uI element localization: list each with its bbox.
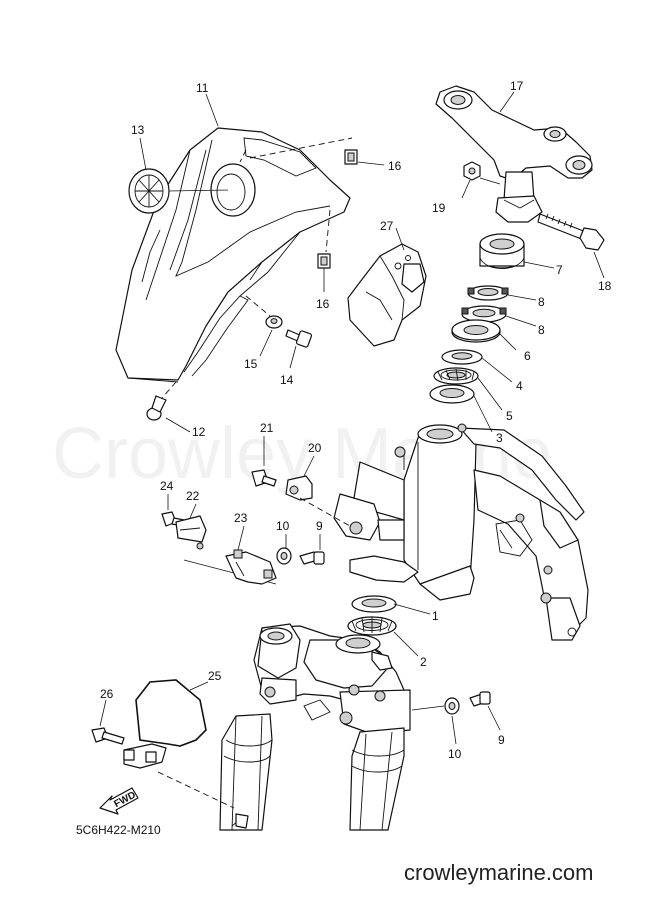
bolt-26 [91, 727, 125, 745]
upper-bushing [479, 233, 525, 269]
callout-2: 2 [420, 655, 427, 669]
callout-10-lower: 10 [448, 747, 462, 761]
site-url: crowleymarine.com [404, 860, 594, 885]
collar-10-mid [276, 547, 292, 565]
callout-20: 20 [308, 441, 322, 455]
fwd-label: FWD [112, 790, 137, 810]
emblem-badge [128, 168, 229, 214]
callout-labels: 11 13 16 16 15 14 12 17 19 18 27 7 8 8 6… [100, 79, 612, 761]
fwd-arrow: FWD [99, 787, 139, 815]
callout-15: 15 [244, 357, 258, 371]
lower-bracket [253, 623, 411, 735]
callout-9-mid: 9 [316, 519, 323, 533]
bracket-22 [175, 515, 207, 550]
callout-13: 13 [131, 123, 145, 137]
callout-11: 11 [196, 81, 209, 95]
ring-nut-lower [461, 305, 507, 323]
holder-23 [225, 549, 277, 585]
callout-9-lower: 9 [498, 733, 505, 747]
fork-tube-right [349, 727, 405, 831]
collar [265, 315, 283, 329]
callout-18: 18 [598, 279, 612, 293]
callout-25: 25 [208, 669, 222, 683]
leader-lines [99, 91, 605, 745]
headlight-cover [347, 243, 427, 347]
clamp-20 [285, 475, 313, 501]
pinch-bolt [537, 213, 605, 251]
upper-bearing [433, 367, 479, 385]
callout-22: 22 [186, 489, 200, 503]
front-cowl [115, 127, 353, 383]
fork-tube-left [219, 713, 273, 831]
clip-nut-lower [317, 253, 331, 269]
callout-12: 12 [192, 425, 206, 439]
callout-17: 17 [510, 79, 524, 93]
callout-10-mid: 10 [276, 519, 290, 533]
frame-steering-head [333, 423, 589, 641]
callout-27: 27 [380, 219, 394, 233]
callout-23: 23 [234, 511, 248, 525]
lower-bearing [347, 616, 397, 636]
callout-24: 24 [160, 479, 174, 493]
diagram-code: 5C6H422-M210 [76, 823, 161, 837]
ring-nut-upper [467, 285, 509, 301]
upper-race [429, 384, 475, 404]
bearing-cover [441, 349, 483, 365]
callout-7: 7 [556, 263, 563, 277]
lower-race [351, 595, 397, 613]
callout-6: 6 [524, 349, 531, 363]
callout-8-lower: 8 [538, 323, 545, 337]
callout-1: 1 [432, 609, 439, 623]
washer-6 [451, 319, 501, 343]
callout-4: 4 [516, 379, 523, 393]
callout-5: 5 [506, 409, 513, 423]
callout-8-upper: 8 [538, 295, 545, 309]
bolt-9-lower [469, 691, 491, 707]
callout-3: 3 [496, 431, 503, 445]
bolt-9-mid [299, 551, 325, 565]
nut-19 [463, 161, 481, 181]
screw-12 [146, 395, 167, 421]
cable-guide [123, 679, 207, 769]
callout-16-lower: 16 [316, 297, 330, 311]
callout-26: 26 [100, 687, 114, 701]
screw-14 [285, 329, 313, 348]
callout-19: 19 [432, 201, 446, 215]
callout-16-upper: 16 [388, 159, 402, 173]
collar-10-lower [444, 697, 460, 715]
upper-bracket [435, 85, 593, 223]
callout-21: 21 [260, 421, 274, 435]
bolt-21 [251, 469, 277, 487]
callout-14: 14 [280, 373, 294, 387]
clip-nut-upper [344, 149, 358, 165]
